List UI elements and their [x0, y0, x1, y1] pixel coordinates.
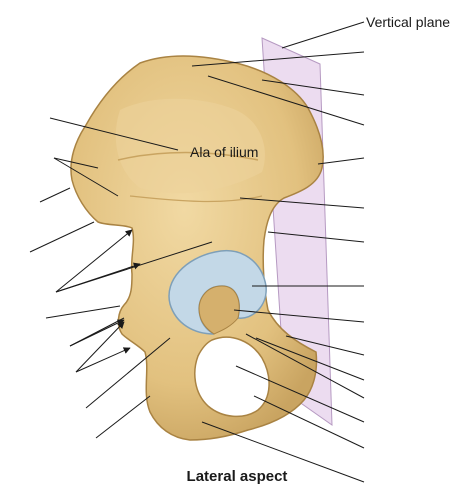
figure-caption: Lateral aspect [186, 468, 288, 485]
arrow [75, 347, 131, 373]
leader-line [45, 305, 121, 319]
leader-line [317, 157, 365, 165]
leader-line [239, 197, 365, 209]
arrow [75, 321, 125, 373]
arrow [69, 319, 125, 347]
leader-line [201, 421, 365, 483]
gluteal-line [117, 151, 259, 161]
leader-line [191, 51, 365, 67]
leader-line [235, 365, 365, 423]
leader-line [85, 337, 171, 409]
leader-line [29, 221, 95, 253]
leader-line [245, 333, 365, 399]
leader-line [207, 75, 365, 126]
leader-line [53, 157, 99, 169]
leader-line [49, 117, 179, 151]
acetabular-fossa [198, 285, 240, 335]
arrow [55, 262, 141, 293]
leader-line [253, 395, 365, 449]
hip-bone [70, 55, 324, 441]
leader-line [39, 187, 71, 203]
leader-line [95, 395, 151, 439]
ala-of-ilium-label: Ala of ilium [190, 144, 259, 160]
leader-line [255, 337, 365, 381]
leader-line [261, 79, 365, 96]
leader-line [267, 231, 365, 243]
leader-line [281, 21, 365, 49]
leader-line [285, 335, 365, 356]
vertical-plane-label: Vertical plane [366, 14, 451, 30]
leader-line [233, 309, 365, 323]
ala-fossa-shading [115, 98, 265, 194]
pointer-arrows [55, 229, 141, 373]
leader-line [53, 157, 119, 197]
arrow [55, 229, 133, 293]
obturator-foramen [194, 336, 270, 418]
leader-lines [29, 21, 365, 483]
